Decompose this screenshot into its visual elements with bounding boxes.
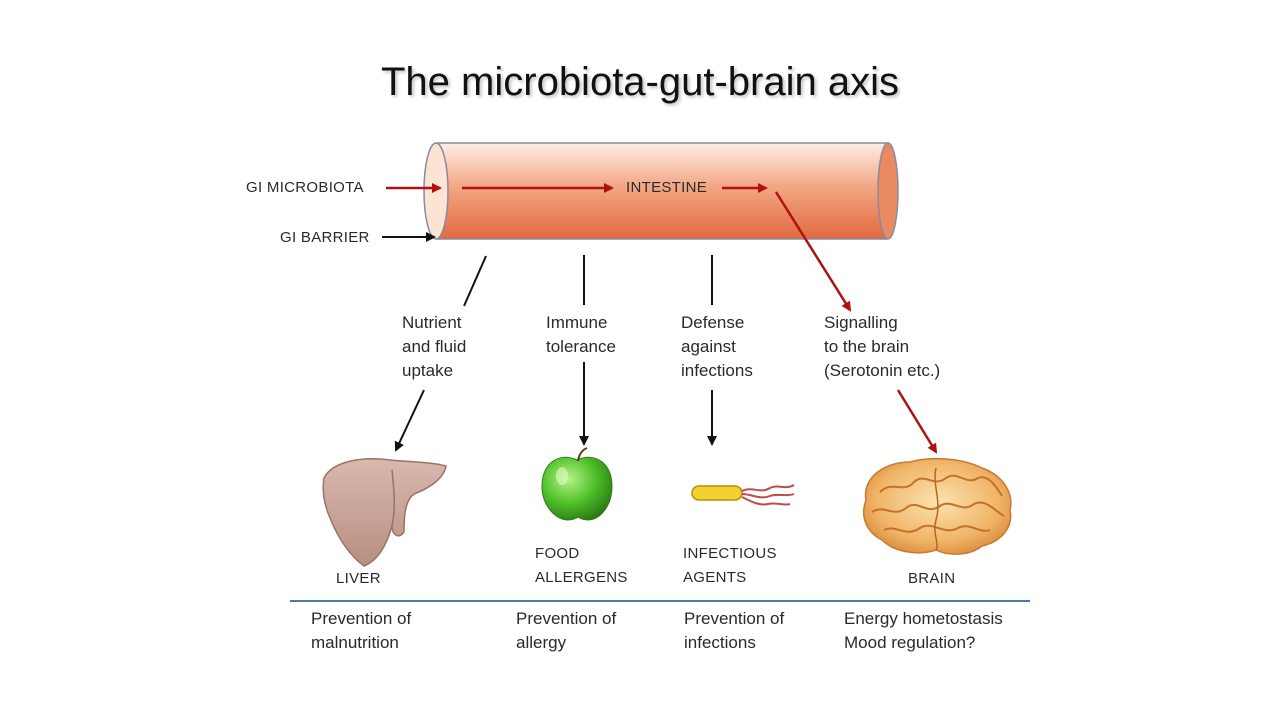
target-line: AGENTS — [683, 569, 747, 586]
target-label-brain: BRAIN — [908, 567, 955, 591]
gi-barrier-label: GI BARRIER — [280, 229, 370, 246]
function-line: Immune — [546, 313, 608, 332]
function-line: (Serotonin etc.) — [824, 361, 941, 380]
intestine-label: INTESTINE — [626, 179, 708, 196]
outcome-label-allergy: Prevention of allergy — [516, 607, 616, 655]
function-label-defense: Defense against infections — [681, 311, 753, 383]
function-line: uptake — [402, 361, 454, 380]
apple-icon — [541, 447, 613, 521]
target-line: LIVER — [336, 570, 381, 587]
liver-icon — [322, 458, 447, 567]
function-line: Defense — [681, 313, 745, 332]
target-label-liver: LIVER — [336, 567, 381, 591]
brain-signal-arrow-bottom — [896, 389, 938, 454]
nutrient-line — [463, 255, 487, 307]
nutrient-arrow — [394, 389, 425, 452]
function-line: tolerance — [546, 337, 616, 356]
function-line: to the brain — [824, 337, 910, 356]
outcome-line: Prevention of — [516, 609, 617, 628]
brain-icon — [862, 457, 1012, 555]
target-line: BRAIN — [908, 570, 956, 587]
brain-signal-arrow-top — [774, 191, 852, 312]
function-line: Signalling — [824, 313, 898, 332]
function-label-signalling: Signalling to the brain (Serotonin etc.) — [824, 311, 940, 383]
function-line: and fluid — [402, 337, 467, 356]
outcome-line: malnutrition — [311, 633, 399, 652]
gi-microbiota-label: GI MICROBIOTA — [246, 179, 364, 196]
function-line: against — [681, 337, 736, 356]
outcome-line: Prevention of — [684, 609, 785, 628]
outcome-line: allergy — [516, 633, 567, 652]
bacterium-icon — [691, 484, 795, 506]
target-line: ALLERGENS — [535, 569, 628, 586]
outcome-label-energy-mood: Energy hometostasis Mood regulation? — [844, 607, 1003, 655]
slide-title: The microbiota-gut-brain axis — [381, 60, 899, 104]
function-label-nutrient: Nutrient and fluid uptake — [402, 311, 466, 383]
target-label-food-allergens: FOOD ALLERGENS — [535, 542, 628, 590]
outcome-line: Mood regulation? — [844, 633, 976, 652]
target-line: FOOD — [535, 545, 580, 562]
function-label-immune: Immune tolerance — [546, 311, 616, 359]
outcome-line: Prevention of — [311, 609, 412, 628]
function-line: Nutrient — [402, 313, 462, 332]
outcome-line: Energy hometostasis — [844, 609, 1003, 628]
target-label-infectious-agents: INFECTIOUS AGENTS — [683, 542, 777, 590]
function-line: infections — [681, 361, 753, 380]
target-line: INFECTIOUS — [683, 545, 777, 562]
outcome-label-infections: Prevention of infections — [684, 607, 784, 655]
outcome-line: infections — [684, 633, 756, 652]
outcome-label-malnutrition: Prevention of malnutrition — [311, 607, 411, 655]
